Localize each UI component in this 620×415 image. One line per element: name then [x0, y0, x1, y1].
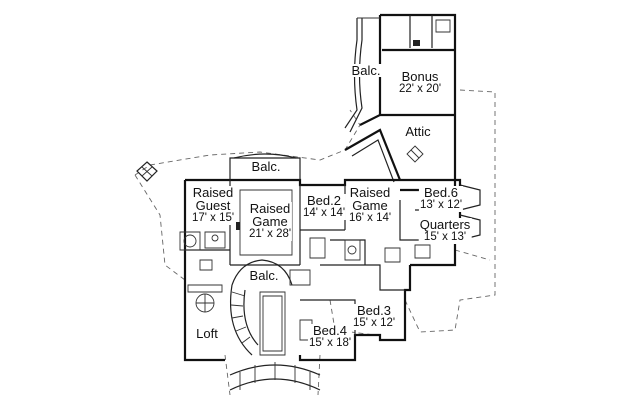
room-label-bed-6: Bed.6 13' x 12' [418, 185, 464, 212]
guest-bath [179, 231, 226, 271]
room-label-bonus: Bonus 22' x 20' [397, 69, 443, 96]
room-label-raised-guest: Raised Guest 17' x 15' [190, 185, 236, 225]
room-name: Balc. [251, 159, 281, 174]
room-label-bed-4: Bed.4 15' x 18' [307, 323, 353, 350]
room-label-raised-game-right: Raised Game 16' x 14' [347, 185, 393, 225]
room-label-balc-low: Balc. [248, 268, 280, 283]
room-label-attic: Attic [404, 124, 432, 139]
room-name: Bed.6 [424, 185, 458, 200]
room-dims: 15' x 12' [352, 317, 396, 329]
room-label-loft: Loft [195, 327, 219, 340]
room-name: Raised Guest [192, 185, 234, 213]
room-dims: 14' x 14' [302, 207, 346, 219]
room-label-raised-game-left: Raised Game 21' x 28' [247, 201, 293, 241]
ornament-diamond [136, 161, 158, 182]
room-name: Bed.2 [307, 193, 341, 208]
room-name: Attic [405, 124, 431, 139]
room-label-bed-2: Bed.2 14' x 14' [301, 193, 347, 220]
bonus-wing-walls [359, 13, 457, 192]
room-dims: 22' x 20' [398, 83, 442, 95]
room-dims: 15' x 13' [423, 231, 467, 243]
room-dims: 16' x 14' [348, 212, 392, 224]
room-label-quarters: Quarters 15' x 13' [418, 217, 472, 244]
room-name: Balc. [351, 63, 381, 78]
room-dims: 15' x 18' [308, 337, 352, 349]
room-dims: 13' x 12' [419, 199, 463, 211]
room-label-balc-mid: Balc. [250, 159, 282, 174]
room-name: Raised Game [349, 185, 391, 213]
room-label-balc-top: Balc. [350, 63, 382, 78]
room-name: Loft [196, 326, 218, 341]
attic-area [344, 128, 424, 183]
room-name: Quarters [419, 217, 471, 232]
mid-balcony [229, 153, 301, 180]
room-name: Bonus [401, 69, 439, 84]
room-dims: 17' x 15' [191, 212, 235, 224]
loft-details [187, 284, 223, 313]
room-name: Bed.4 [313, 323, 347, 338]
entry-bay [229, 362, 321, 391]
lower-balcony [231, 259, 293, 286]
room-name: Bed.3 [357, 303, 391, 318]
room-label-bed-3: Bed.3 15' x 12' [351, 303, 397, 330]
room-dims: 21' x 28' [248, 228, 292, 240]
room-name: Raised Game [249, 201, 291, 229]
raised-game-left-outline [236, 189, 293, 256]
spiral-stair [229, 284, 286, 356]
room-name: Balc. [249, 268, 279, 283]
